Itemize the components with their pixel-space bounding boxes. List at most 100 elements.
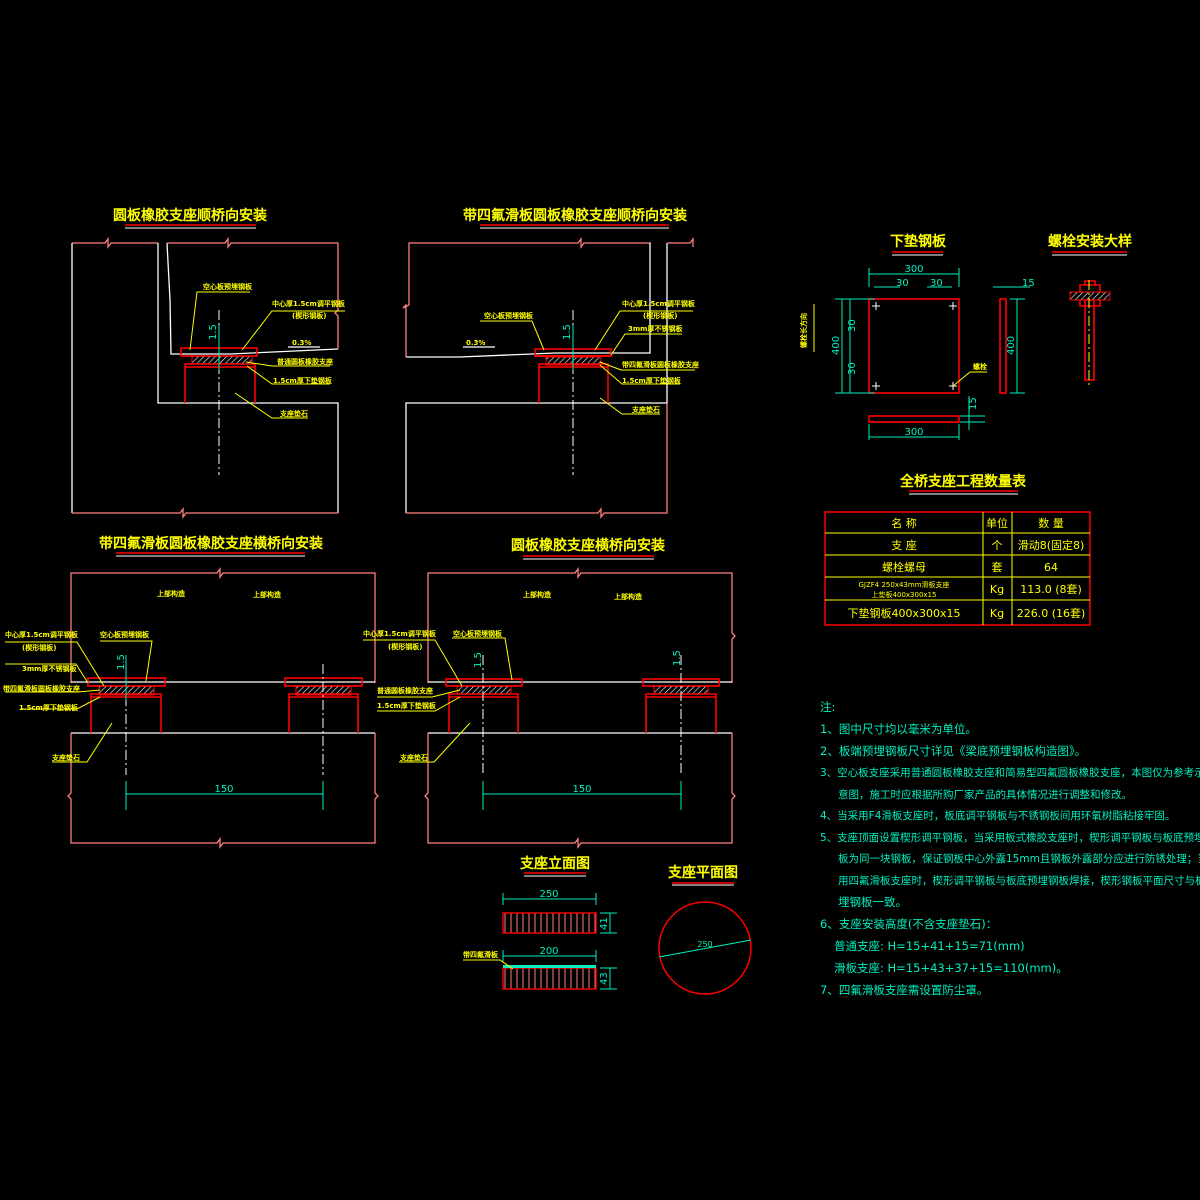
label-stainless: 3mm厚不锈钢板: [22, 664, 77, 673]
label-leveling-plate: 中心厚1.5cm调平钢板: [272, 299, 346, 308]
label-lower-plate: 1.5cm厚下垫钢板: [377, 701, 437, 710]
cell-qty: 滑动8(固定8): [1018, 538, 1085, 552]
panel-common-bearing-longitudinal: 圆板橡胶支座顺桥向安装 1.5 空心板预埋钢板 中心厚1.5cm调平钢板 (楔形…: [71, 207, 346, 519]
note-line: 用四氟滑板支座时，楔形调平钢板与板底预埋钢板焊接，楔形钢板平面尺寸与板端预: [838, 874, 1200, 887]
table-row: GJZF4 250x43mm滑板支座 上垫板400x300x15 Kg 113.…: [858, 580, 1081, 599]
title: 支座立面图: [519, 855, 590, 872]
dim-300: 300: [904, 427, 923, 438]
header-qty: 数 量: [1038, 517, 1064, 530]
label-wedge-plate: (楔形钢板): [388, 642, 422, 651]
bearing-plan-circle: [658, 901, 752, 995]
dim-150: 150: [214, 784, 233, 795]
dim-1-5: 1.5: [562, 324, 573, 340]
note-line: 滑板支座: H=15+43+37+15=110(mm)。: [834, 961, 1068, 975]
label-bearing: 带四氟滑板圆板橡胶支座: [622, 360, 699, 369]
dim-400: 400: [831, 336, 842, 355]
title: 带四氟滑板圆板橡胶支座顺桥向安装: [463, 207, 688, 224]
label-wedge-plate: (楔形钢板): [643, 311, 677, 320]
note-line: 4、当采用F4滑板支座时，板底调平钢板与不锈钢板间用环氧树脂粘接牢固。: [820, 809, 1175, 822]
cell-name: 支 座: [891, 538, 917, 552]
panel-bearing-plan: 支座平面图 250: [658, 864, 752, 995]
label-leveling-plate: 中心厚1.5cm调平钢板: [5, 630, 79, 639]
label-lower-plate: 1.5cm厚下垫钢板: [622, 376, 682, 385]
label-embedded-plate: 空心板预埋钢板: [100, 630, 150, 639]
dim-41: 41: [599, 917, 610, 930]
label-bearing: 普通圆板橡胶支座: [377, 686, 433, 695]
label-leveling-plate: 中心厚1.5cm调平钢板: [363, 629, 437, 638]
dim-1-5: 1.5: [672, 650, 683, 666]
label-pedestal: 支座垫石: [279, 409, 308, 418]
dim-43: 43: [599, 972, 610, 985]
title: 螺栓安装大样: [1048, 233, 1132, 250]
cell-name: GJZF4 250x43mm滑板支座: [858, 580, 949, 589]
panel-ptfe-bearing-longitudinal: 带四氟滑板圆板橡胶支座顺桥向安装 1.5 空心板预埋钢板 中心厚1.5cm调平钢…: [402, 207, 699, 519]
cell-name: 螺栓螺母: [882, 560, 926, 574]
header-unit: 单位: [986, 516, 1008, 530]
label-bearing: 带四氟滑板圆板橡胶支座: [3, 684, 80, 693]
dim-200: 200: [539, 946, 558, 957]
title: 全桥支座工程数量表: [899, 473, 1027, 490]
label-leveling-plate: 中心厚1.5cm调平钢板: [622, 299, 696, 308]
label-stainless: 3mm厚不锈钢板: [628, 324, 683, 333]
label-pedestal: 支座垫石: [399, 753, 428, 762]
label-embedded-plate: 空心板预埋钢板: [453, 629, 503, 638]
table-row: 支 座 个 滑动8(固定8): [891, 538, 1084, 552]
cell-unit: 个: [992, 539, 1003, 552]
plate-plan: [868, 298, 960, 394]
common-bearing-elevation: [502, 912, 597, 934]
cell-unit: 套: [992, 561, 1003, 574]
label-superstructure: 上部构造: [523, 590, 552, 599]
panel-ptfe-bearing-transverse: 带四氟滑板圆板橡胶支座横桥向安装 上部构造 上部构造 1.5 150 中心厚1.…: [3, 535, 379, 849]
note-line: 埋钢板一致。: [838, 895, 907, 909]
dim-30: 30: [847, 362, 858, 375]
dim-30: 30: [930, 278, 943, 289]
label-superstructure: 上部构造: [253, 590, 282, 599]
label-lower-plate: 1.5cm厚下垫钢板: [273, 376, 333, 385]
label-ptfe-plate: 带四氟滑板: [463, 950, 499, 959]
dim-1-5: 1.5: [116, 654, 127, 670]
label-pedestal: 支座垫石: [631, 405, 660, 414]
cell-qty: 113.0 (8套): [1020, 583, 1082, 596]
label-embedded-plate: 空心板预埋钢板: [484, 311, 534, 320]
label-wedge-plate: (楔形钢板): [292, 311, 326, 320]
cell-name-2: 上垫板400x300x15: [872, 590, 937, 599]
label-slope: 0.3%: [466, 339, 485, 347]
dim-150: 150: [572, 784, 591, 795]
dim-250: 250: [539, 889, 558, 900]
table-row: 下垫钢板400x300x15 Kg 226.0 (16套): [847, 606, 1085, 620]
cell-unit: Kg: [990, 583, 1004, 596]
note-line: 意图，施工时应根据所购厂家产品的具体情况进行调整和修改。: [838, 788, 1132, 801]
note-line: 1、图中尺寸均以毫米为单位。: [820, 722, 977, 736]
note-line: 2、板端预埋钢板尺寸详见《梁底预埋钢板构造图》。: [820, 744, 1086, 758]
note-line: 5、支座顶面设置楔形调平钢板，当采用板式橡胶支座时，楔形调平钢板与板底预埋钢: [820, 831, 1200, 844]
note-line: 3、空心板支座采用普通圆板橡胶支座和简易型四氟圆板橡胶支座，本图仅为参考示: [820, 766, 1200, 779]
notes-heading: 注:: [820, 700, 835, 714]
dim-15: 15: [1022, 278, 1035, 289]
label-embedded-plate: 空心板预埋钢板: [203, 282, 253, 291]
note-line: 板为同一块钢板，保证钢板中心外露15mm且钢板外露部分应进行防锈处理；当采: [838, 852, 1200, 865]
label-bolt-direction: 螺栓长方向: [799, 313, 808, 348]
panel-common-bearing-transverse: 圆板橡胶支座横桥向安装 上部构造 上部构造 1.5 1.5 150 中心厚1.5…: [363, 537, 736, 849]
title: 带四氟滑板圆板橡胶支座横桥向安装: [99, 535, 324, 552]
panel-bolt-detail: 螺栓安装大样: [1048, 233, 1132, 386]
label-superstructure: 上部构造: [157, 589, 186, 598]
table-row: 螺栓螺母 套 64: [882, 560, 1058, 574]
dim-400: 400: [1006, 336, 1017, 355]
label-bolt: 螺栓: [973, 362, 987, 371]
label-pedestal: 支座垫石: [51, 753, 80, 762]
label-bearing: 普通圆板橡胶支座: [277, 357, 333, 366]
label-superstructure: 上部构造: [614, 592, 643, 601]
quantity-table: 全桥支座工程数量表 名 称 单位 数 量 支 座 个 滑动8(固定8) 螺栓螺母…: [824, 473, 1091, 626]
panel-lower-steel-plate: 下垫钢板 300 30 30 15 400 30 30 400 15 300 螺…: [799, 233, 1035, 440]
cell-unit: Kg: [990, 607, 1004, 620]
label-wedge-plate: (楔形钢板): [22, 643, 56, 652]
dim-1-5: 1.5: [473, 652, 484, 668]
cell-name: 下垫钢板400x300x15: [847, 606, 960, 620]
cell-qty: 226.0 (16套): [1017, 607, 1086, 620]
title: 下垫钢板: [890, 233, 947, 250]
dim-30: 30: [847, 319, 858, 332]
rubber-bearing: [191, 355, 253, 365]
dim-diameter: 250: [697, 940, 712, 949]
cell-qty: 64: [1044, 561, 1058, 574]
